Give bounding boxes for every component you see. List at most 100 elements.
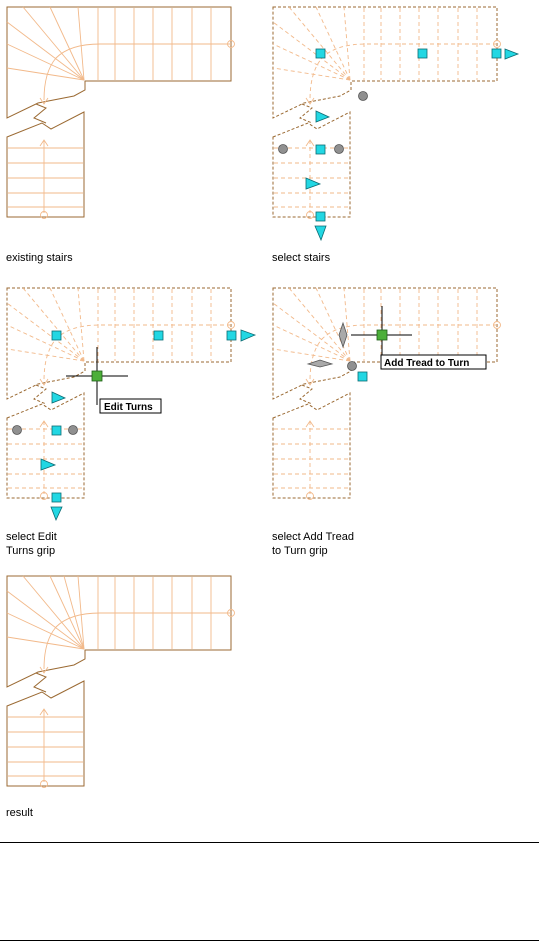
round-grip-icon[interactable] <box>334 144 344 154</box>
winder-line <box>272 324 351 362</box>
stair-plan <box>6 6 235 219</box>
walking-line-arrow <box>39 139 49 147</box>
caption-select-stairs: select stairs <box>272 252 331 264</box>
square-grip-icon[interactable] <box>315 48 326 59</box>
winder-line <box>272 302 351 362</box>
square-grip-icon[interactable] <box>226 330 237 341</box>
panel-select-stairs <box>266 0 536 245</box>
add-tread-drawing: Add Tread to Turn <box>272 287 501 500</box>
break-line-icon <box>299 384 313 405</box>
break-line-icon <box>33 103 47 124</box>
square-grip-icon[interactable] <box>417 48 428 59</box>
stair-plan-selected <box>6 287 235 500</box>
winder-line <box>22 287 85 362</box>
stair-outline-upper <box>272 6 498 119</box>
walking-line-arrow <box>39 97 49 105</box>
result-stairs-drawing <box>6 575 235 788</box>
round-grip-icon[interactable] <box>68 425 78 435</box>
winder-line <box>6 636 85 650</box>
square-grip-icon[interactable] <box>315 144 326 155</box>
arrow-grip-icon[interactable] <box>50 506 63 522</box>
tooltip-add-tread-label: Add Tread to Turn <box>384 358 469 369</box>
walking-line-start <box>40 780 48 788</box>
winder-line <box>6 324 85 362</box>
walking-line <box>43 612 231 670</box>
square-grip-icon[interactable] <box>153 330 164 341</box>
walking-line <box>43 43 231 101</box>
arrow-grip-icon[interactable] <box>305 177 322 190</box>
winder-line <box>6 348 85 362</box>
walking-line-start <box>40 492 48 500</box>
crosshair-cursor-icon <box>66 347 128 405</box>
panel-result <box>0 569 240 794</box>
arrow-grip-icon[interactable] <box>314 225 327 242</box>
stair-outline-upper <box>6 6 232 119</box>
stair-plan-result <box>6 575 235 788</box>
arrow-grip-icon[interactable] <box>40 458 57 471</box>
winder-line <box>6 67 85 81</box>
panel-edit-turns: Edit Turns <box>0 281 270 526</box>
square-grip-icon[interactable] <box>491 48 502 59</box>
caption-edit-turns: select Edit Turns grip <box>6 531 57 557</box>
grips <box>278 48 520 242</box>
square-grip-icon[interactable] <box>357 371 368 382</box>
add-tread-grip-icon[interactable] <box>376 329 388 341</box>
edit-turns-grip-icon[interactable] <box>91 370 103 382</box>
walking-line-end <box>227 321 235 329</box>
panel-existing-stairs <box>0 0 240 225</box>
walking-line-start <box>306 211 314 219</box>
stair-outline-lower <box>272 111 351 218</box>
stair-outline-upper <box>6 287 232 400</box>
divider-bottom <box>0 940 539 941</box>
lens-grip-icon[interactable] <box>306 359 334 368</box>
square-grip-icon[interactable] <box>315 211 326 222</box>
walking-line-end <box>493 40 501 48</box>
winder-line <box>6 612 85 650</box>
winder-line <box>22 6 85 81</box>
square-grip-icon[interactable] <box>51 425 62 436</box>
winder-line <box>6 21 85 81</box>
caption-add-tread: select Add Tread to Turn grip <box>272 531 354 557</box>
walking-line-arrow <box>39 708 49 716</box>
break-line-icon <box>299 103 313 124</box>
divider-top <box>0 842 539 843</box>
square-grip-icon[interactable] <box>51 330 62 341</box>
winder-line <box>49 6 85 81</box>
arrow-grip-icon[interactable] <box>315 110 331 123</box>
round-grip-icon[interactable] <box>358 91 368 101</box>
existing-stairs-drawing <box>6 6 235 219</box>
grips <box>12 329 257 522</box>
tooltip-edit-turns-label: Edit Turns <box>104 402 153 413</box>
stair-outline-lower <box>6 392 85 499</box>
round-grip-icon[interactable] <box>278 144 288 154</box>
arrow-grip-icon[interactable] <box>504 48 520 60</box>
walking-line-start <box>40 211 48 219</box>
walking-line-arrow <box>305 97 315 105</box>
winder-line <box>343 6 351 81</box>
break-line-icon <box>33 672 47 693</box>
lens-grip-icon[interactable] <box>338 321 348 349</box>
winder-line <box>6 302 85 362</box>
round-grip-icon[interactable] <box>347 361 357 371</box>
arrow-grip-icon[interactable] <box>51 391 67 404</box>
winder-line <box>272 21 351 81</box>
stair-outline-lower <box>6 680 85 787</box>
winder-line <box>288 6 351 81</box>
break-line-icon <box>33 384 47 405</box>
edit-turns-drawing: Edit Turns <box>6 287 257 522</box>
round-grip-icon[interactable] <box>12 425 22 435</box>
square-grip-icon[interactable] <box>51 492 62 503</box>
stair-plan-selected <box>272 287 501 500</box>
stair-outline-lower <box>272 392 351 499</box>
winder-line <box>6 590 85 650</box>
winder-line <box>77 287 85 362</box>
caption-result: result <box>6 807 33 819</box>
winder-line <box>49 575 85 650</box>
arrow-grip-icon[interactable] <box>240 329 257 342</box>
winder-line <box>288 287 351 362</box>
selected-stairs-drawing <box>272 6 520 242</box>
walking-line <box>43 324 231 382</box>
walking-line-arrow <box>39 666 49 674</box>
walking-line-end <box>227 40 235 48</box>
winder-line <box>315 6 351 81</box>
